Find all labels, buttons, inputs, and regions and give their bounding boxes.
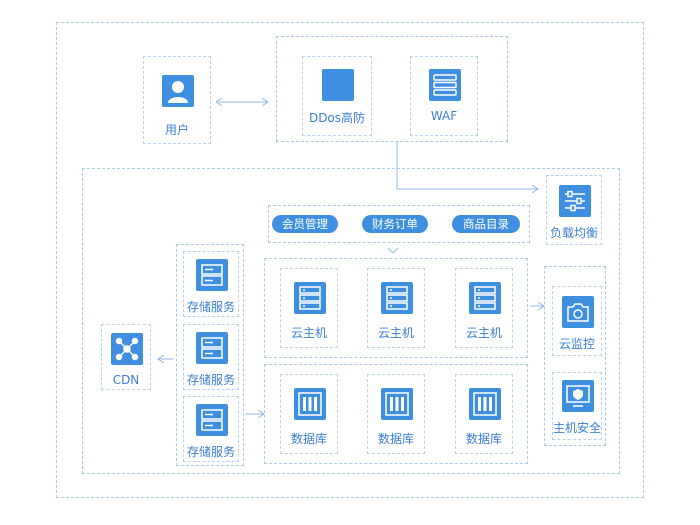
database-label: 数据库: [290, 432, 327, 446]
user-node: 用户: [143, 56, 211, 144]
storage-frame: [176, 244, 244, 466]
module-pill-finance: 财务订单: [362, 215, 428, 233]
storage-label: 存储服务: [186, 373, 235, 387]
storage-server-icon: [196, 259, 228, 291]
lb-label: 负载均衡: [549, 226, 598, 240]
storage-node-1: 存储服务: [183, 251, 239, 317]
cloud-host-server-icon: [381, 282, 413, 314]
host-security-node: 主机安全: [552, 372, 602, 440]
cloud-host-label: 云主机: [290, 326, 327, 340]
lb-node: 负载均衡: [546, 175, 602, 245]
cdn-label: CDN: [112, 373, 140, 387]
database-node-3: 数据库: [455, 374, 513, 454]
security-frame: [276, 36, 508, 142]
hosts-frame: [264, 258, 528, 358]
cloud-host-node-1: 云主机: [280, 268, 338, 348]
ops-frame: [544, 266, 606, 446]
database-icon: [469, 388, 501, 420]
cdn-network-icon: [111, 333, 143, 365]
cloud-host-server-icon: [294, 282, 326, 314]
database-label: 数据库: [377, 432, 414, 446]
database-icon: [381, 388, 413, 420]
ddos-node: DDos高防: [302, 56, 372, 136]
storage-server-icon: [196, 404, 228, 436]
storage-label: 存储服务: [186, 445, 235, 459]
ddos-shield-icon: [322, 69, 354, 101]
outer-frame: [56, 22, 644, 498]
cloud-host-label: 云主机: [377, 326, 414, 340]
cloud-host-node-3: 云主机: [455, 268, 513, 348]
database-icon: [294, 388, 326, 420]
security-monitor-icon: [562, 380, 594, 412]
cdn-node: CDN: [101, 324, 151, 390]
storage-node-3: 存储服务: [183, 396, 239, 462]
database-label: 数据库: [465, 432, 502, 446]
cloud-host-server-icon: [469, 282, 501, 314]
lb-sliders-icon: [559, 185, 591, 217]
modules-down-chevron: [387, 247, 399, 254]
storage-node-2: 存储服务: [183, 324, 239, 390]
cloud-host-label: 云主机: [465, 326, 502, 340]
storage-server-icon: [196, 332, 228, 364]
waf-node: WAF: [410, 56, 478, 136]
user-icon: [162, 75, 194, 107]
firewall-lb-link: [396, 142, 538, 189]
database-node-2: 数据库: [367, 374, 425, 454]
storage-label: 存储服务: [186, 300, 235, 314]
app-frame: [82, 168, 620, 474]
module-pill-catalog: 商品目录: [452, 215, 520, 233]
waf-firewall-icon: [429, 69, 461, 101]
host-security-label: 主机安全: [553, 421, 602, 435]
cloud-host-node-2: 云主机: [367, 268, 425, 348]
module-pill-member: 会员管理: [272, 215, 338, 233]
database-node-1: 数据库: [280, 374, 338, 454]
waf-label: WAF: [430, 109, 458, 123]
db-frame: [264, 364, 528, 464]
monitor-node: 云监控: [552, 286, 602, 356]
camera-icon: [562, 296, 594, 328]
ddos-label: DDos高防: [308, 111, 366, 125]
monitor-label: 云监控: [558, 337, 595, 351]
modules-frame: [268, 205, 530, 243]
user-label: 用户: [164, 123, 189, 137]
